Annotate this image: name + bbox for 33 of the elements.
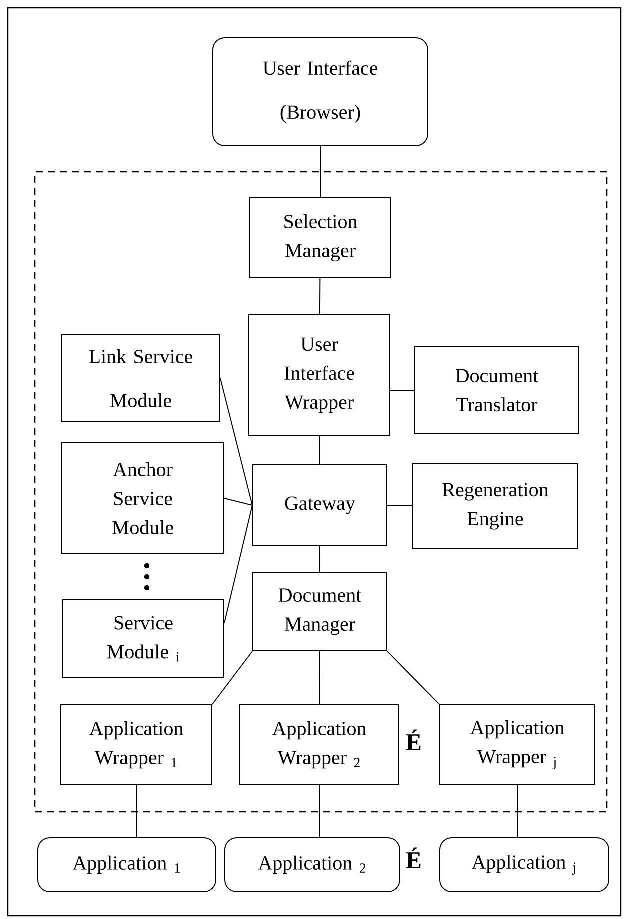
connector-line bbox=[319, 436, 320, 465]
rounded-box: Application $_{1}$ bbox=[38, 838, 216, 892]
dashed-boundary-box bbox=[34, 171, 608, 813]
stray-glyph: É bbox=[406, 730, 421, 750]
module-box: Application Wrapper $_{j}$ bbox=[440, 704, 596, 786]
rounded-box: Application $_{2}$ bbox=[224, 838, 400, 892]
connector-line bbox=[136, 785, 137, 838]
rounded-box: Application $_{j}$ bbox=[440, 838, 610, 892]
module-box: Selection Manager bbox=[250, 198, 392, 278]
module-box: Gateway bbox=[252, 464, 388, 546]
module-box: Document Translator bbox=[414, 346, 580, 434]
connector-line bbox=[319, 278, 321, 315]
connector-line bbox=[224, 505, 253, 624]
connector-line bbox=[387, 505, 413, 507]
connector-line bbox=[319, 785, 320, 838]
connector-line bbox=[224, 498, 253, 506]
connector-line bbox=[387, 651, 440, 705]
module-box: Service Module $_{i}$ bbox=[62, 600, 224, 678]
connector-line bbox=[220, 378, 253, 506]
connector-line bbox=[390, 390, 415, 391]
rounded-box: User Interface (Browser) bbox=[212, 38, 428, 147]
connector-line bbox=[212, 651, 253, 705]
connector-line bbox=[320, 146, 321, 198]
module-box: Application Wrapper $_{2}$ bbox=[240, 704, 400, 786]
module-box: Regeneration Engine bbox=[412, 464, 578, 550]
connector-line bbox=[517, 785, 518, 838]
module-box: Application Wrapper $_{1}$ bbox=[60, 704, 212, 786]
module-box: Link Service Module bbox=[62, 334, 220, 422]
module-box: User Interface Wrapper bbox=[248, 314, 390, 436]
connector-line bbox=[319, 651, 320, 705]
stray-glyph: É bbox=[406, 848, 421, 868]
module-box: Anchor Service Module bbox=[62, 442, 224, 554]
module-box: Document Manager bbox=[252, 572, 388, 652]
